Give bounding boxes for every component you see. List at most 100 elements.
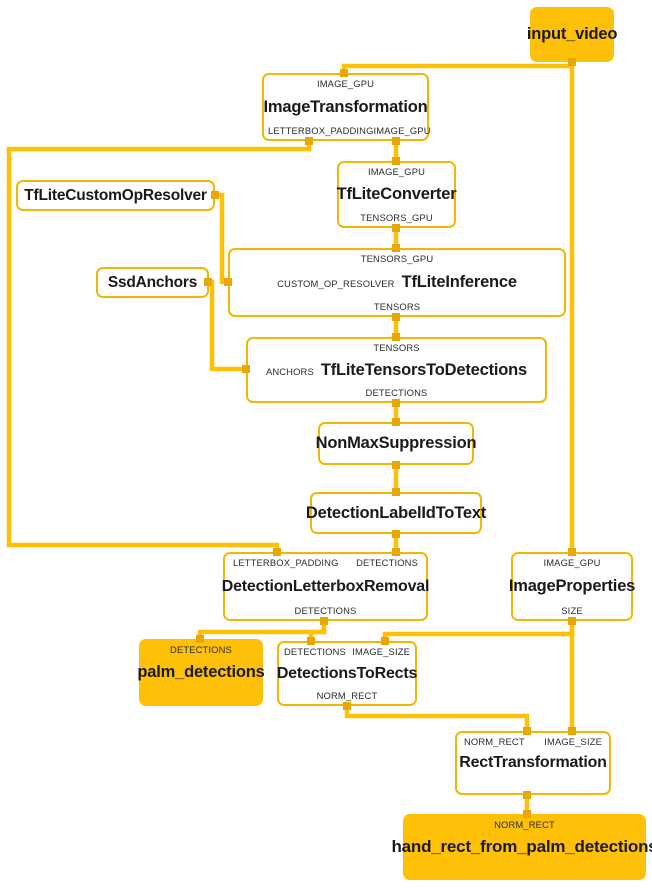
port-label-letterbox-padding: LETTERBOX_PADDING: [233, 557, 339, 568]
node-label: RectTransformation: [459, 754, 607, 772]
node-label: palm_detections: [137, 663, 265, 682]
port-label-row-top: IMAGE_GPU: [513, 557, 631, 568]
port-tflite-custom-op-resolver-out[interactable]: [211, 191, 219, 199]
port-rect-transformation-out-norm-rect[interactable]: [523, 791, 531, 799]
node-tflite-inference[interactable]: TENSORS_GPU CUSTOM_OP_RESOLVER TfLiteInf…: [228, 248, 566, 317]
port-tflite-inference-in-custom-op-resolver[interactable]: [224, 278, 232, 286]
port-label-row-bottom: DETECTIONS: [248, 386, 545, 398]
port-label-image-gpu: IMAGE_GPU: [316, 78, 375, 89]
port-label-row-bottom: TENSORS: [230, 300, 564, 312]
port-detections-to-rects-out-norm-rect[interactable]: [343, 702, 351, 710]
port-label-image-gpu: IMAGE_GPU: [367, 166, 426, 177]
port-label-row-bottom: SIZE: [513, 604, 631, 616]
port-letterbox-removal-out-detections[interactable]: [320, 617, 328, 625]
port-label-detections: DETECTIONS: [170, 644, 232, 655]
port-image-transformation-out-letterbox-padding[interactable]: [305, 137, 313, 145]
node-rect-transformation[interactable]: NORM_RECT IMAGE_SIZE RectTransformation: [455, 731, 611, 795]
port-label-row-top: TENSORS: [248, 342, 545, 353]
port-image-transformation-out-image-gpu[interactable]: [392, 137, 400, 145]
node-label: TfLiteCustomOpResolver: [24, 186, 207, 204]
port-nms-out[interactable]: [392, 461, 400, 469]
node-ssd-anchors[interactable]: SsdAnchors: [96, 267, 209, 298]
port-label-row-bottom: DETECTIONS: [225, 604, 426, 616]
node-label: TfLiteInference: [401, 273, 517, 292]
node-title-row: CUSTOM_OP_RESOLVER TfLiteInference: [277, 273, 517, 291]
port-label-tensors-gpu: TENSORS_GPU: [360, 211, 433, 223]
node-detections-to-rects[interactable]: DETECTIONS IMAGE_SIZE DetectionsToRects …: [277, 641, 417, 706]
port-label-letterbox-padding: LETTERBOX_PADDING: [268, 124, 374, 136]
port-letterbox-removal-in-detections[interactable]: [392, 548, 400, 556]
edge-detections-to-rects-to-rect-transformation: [344, 706, 530, 731]
node-non-max-suppression[interactable]: NonMaxSuppression: [315, 422, 477, 465]
node-tflite-converter[interactable]: IMAGE_GPU TfLiteConverter TENSORS_GPU: [336, 161, 457, 228]
node-detection-letterbox-removal[interactable]: LETTERBOX_PADDING DETECTIONS DetectionLe…: [222, 552, 429, 621]
port-label-row-top: LETTERBOX_PADDING DETECTIONS: [225, 557, 426, 568]
port-label-row-bottom: LETTERBOX_PADDING IMAGE_GPU: [264, 124, 430, 136]
port-tensors-to-detections-out-detections[interactable]: [392, 399, 400, 407]
port-tflite-converter-in-image-gpu[interactable]: [392, 157, 400, 165]
port-letterbox-removal-in-letterbox-padding[interactable]: [273, 548, 281, 556]
port-label-tensors-gpu: TENSORS_GPU: [360, 253, 434, 264]
node-image-transformation[interactable]: IMAGE_GPU ImageTransformation LETTERBOX_…: [262, 73, 430, 141]
node-label: ImageProperties: [508, 577, 636, 596]
port-image-transformation-in-image-gpu[interactable]: [340, 69, 348, 77]
port-detections-to-rects-in-detections[interactable]: [307, 637, 315, 645]
port-detections-to-rects-in-image-size[interactable]: [381, 637, 389, 645]
port-label-tensors: TENSORS: [373, 300, 421, 312]
node-title-row: ANCHORS TfLiteTensorsToDetections: [266, 361, 527, 379]
port-label-row-top: TENSORS_GPU: [230, 253, 564, 264]
port-nms-in[interactable]: [392, 418, 400, 426]
port-palm-detections-in[interactable]: [196, 635, 204, 643]
node-label: TfLiteTensorsToDetections: [320, 360, 528, 379]
edge-image-properties-size-to-detections-to-rects: [382, 622, 575, 641]
port-label-detections: DETECTIONS: [365, 386, 428, 398]
port-detection-label-id-to-text-out[interactable]: [392, 530, 400, 538]
node-label: DetectionLabelIdToText: [305, 503, 487, 522]
port-label-image-gpu-out: IMAGE_GPU: [373, 124, 431, 136]
node-detection-label-id-to-text[interactable]: DetectionLabelIdToText: [306, 492, 486, 534]
port-label-image-size: IMAGE_SIZE: [544, 736, 602, 747]
port-label-detections: DETECTIONS: [284, 646, 346, 657]
port-label-row-top: NORM_RECT: [405, 819, 644, 830]
node-label: NonMaxSuppression: [315, 434, 477, 453]
node-tflite-custom-op-resolver[interactable]: TfLiteCustomOpResolver: [16, 180, 215, 211]
port-label-norm-rect: NORM_RECT: [494, 819, 555, 830]
port-label-row-top: IMAGE_GPU: [264, 78, 427, 89]
port-detection-label-id-to-text-in[interactable]: [392, 488, 400, 496]
port-label-norm-rect: NORM_RECT: [464, 736, 525, 747]
node-image-properties[interactable]: IMAGE_GPU ImageProperties SIZE: [508, 552, 636, 621]
node-label: hand_rect_from_palm_detections: [391, 836, 652, 856]
port-image-properties-in-image-gpu[interactable]: [568, 548, 576, 556]
port-tflite-inference-in-tensors-gpu[interactable]: [392, 244, 400, 252]
node-hand-rect-from-palm-detections[interactable]: NORM_RECT hand_rect_from_palm_detections: [391, 814, 652, 880]
port-tflite-converter-out-tensors-gpu[interactable]: [392, 224, 400, 232]
node-tflite-tensors-to-detections[interactable]: TENSORS ANCHORS TfLiteTensorsToDetection…: [246, 337, 547, 403]
node-label: ImageTransformation: [263, 97, 428, 116]
edge-letterbox-removal-to-palm-detections: [197, 621, 327, 639]
node-palm-detections[interactable]: DETECTIONS palm_detections: [137, 639, 265, 706]
port-tensors-to-detections-in-tensors[interactable]: [392, 333, 400, 341]
node-label: TfLiteConverter: [336, 185, 457, 204]
port-rect-transformation-in-norm-rect[interactable]: [523, 727, 531, 735]
port-label-row-top: DETECTIONS IMAGE_SIZE: [279, 646, 415, 657]
port-label-anchors: ANCHORS: [265, 365, 314, 377]
port-label-row-bottom: TENSORS_GPU: [339, 211, 454, 223]
port-image-properties-out-size[interactable]: [568, 617, 576, 625]
node-label: DetectionsToRects: [276, 664, 418, 682]
port-label-detections: DETECTIONS: [356, 557, 418, 568]
port-label-tensors: TENSORS: [373, 342, 420, 353]
port-hand-rect-in-norm-rect[interactable]: [523, 810, 531, 818]
port-label-size: SIZE: [561, 604, 583, 616]
port-label-detections-out: DETECTIONS: [294, 604, 357, 616]
port-rect-transformation-in-image-size[interactable]: [568, 727, 576, 735]
port-label-image-gpu: IMAGE_GPU: [543, 557, 601, 568]
node-label: input_video: [526, 25, 618, 44]
port-input-video-out[interactable]: [568, 58, 576, 66]
port-ssd-anchors-out[interactable]: [204, 278, 212, 286]
port-label-row-top: DETECTIONS: [141, 644, 261, 655]
port-tensors-to-detections-in-anchors[interactable]: [242, 365, 250, 373]
node-input-video[interactable]: input_video: [526, 7, 618, 62]
port-tflite-inference-out-tensors[interactable]: [392, 313, 400, 321]
port-label-row-top: NORM_RECT IMAGE_SIZE: [457, 736, 609, 747]
